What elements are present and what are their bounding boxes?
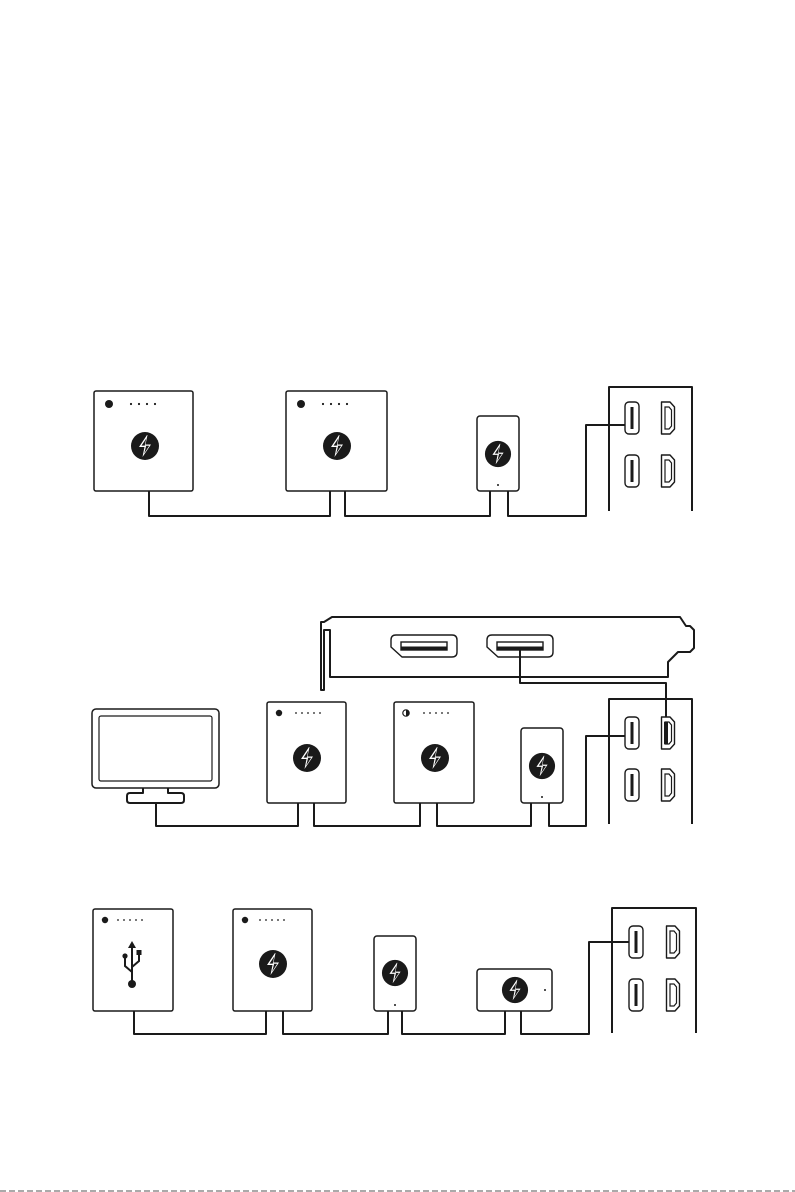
displayport-icon	[391, 635, 457, 657]
status-led-icon	[242, 917, 248, 923]
status-led-icon	[105, 400, 113, 408]
thunderbolt-device-5	[233, 909, 312, 1011]
thunderbolt-icon	[485, 441, 511, 467]
thunderbolt-port-icon	[629, 979, 643, 1011]
mini-displayport-icon	[662, 769, 675, 801]
thunderbolt-icon	[131, 432, 159, 460]
thunderbolt-device-1	[94, 391, 193, 491]
thunderbolt-port-icon	[629, 926, 643, 958]
thunderbolt-device-3	[267, 702, 346, 803]
thunderbolt-icon	[323, 432, 351, 460]
mini-displayport-icon	[667, 926, 680, 958]
mini-displayport-icon	[667, 979, 680, 1011]
thunderbolt-dongle-3	[374, 936, 416, 1011]
cable-device1-device2	[314, 803, 420, 826]
status-led-icon	[297, 400, 305, 408]
mini-displayport-icon	[662, 402, 675, 434]
thunderbolt-icon	[259, 950, 287, 978]
thunderbolt-icon	[502, 977, 528, 1003]
cable-dongle-hdongle	[402, 1011, 505, 1034]
thunderbolt-icon	[293, 744, 321, 772]
cable-device-dongle	[283, 1011, 388, 1034]
io-panel-3	[612, 908, 696, 1033]
monitor	[92, 709, 219, 803]
status-led-icon	[276, 710, 282, 716]
thunderbolt-dongle-horizontal	[477, 969, 552, 1011]
thunderbolt-port-icon	[625, 402, 639, 434]
status-led-icon	[102, 917, 108, 923]
thunderbolt-dongle-2	[521, 728, 563, 803]
graphics-card-bracket	[321, 617, 694, 690]
thunderbolt-device-4	[394, 702, 474, 803]
cable-dongle-iopanel	[508, 425, 630, 516]
cable-device1-device2	[149, 491, 330, 516]
io-panel-2	[609, 699, 692, 824]
setup-2	[92, 617, 694, 826]
mini-displayport-icon	[662, 455, 675, 487]
thunderbolt-icon	[382, 960, 408, 986]
cable-monitor-device1	[156, 803, 298, 826]
thunderbolt-port-icon	[625, 455, 639, 487]
io-panel-1	[609, 387, 692, 511]
setup-1	[94, 387, 692, 516]
thunderbolt-icon	[529, 753, 555, 779]
cable-device2-dongle	[437, 803, 531, 826]
usb-device	[93, 909, 173, 1011]
thunderbolt-icon	[421, 744, 449, 772]
thunderbolt-dongle-1	[477, 416, 519, 491]
thunderbolt-port-icon	[625, 769, 639, 801]
cable-usb-device-device	[134, 1011, 266, 1034]
thunderbolt-device-2	[286, 391, 387, 491]
cable-device2-dongle	[345, 491, 490, 516]
thunderbolt-port-icon	[625, 717, 639, 749]
setup-3	[93, 908, 696, 1034]
